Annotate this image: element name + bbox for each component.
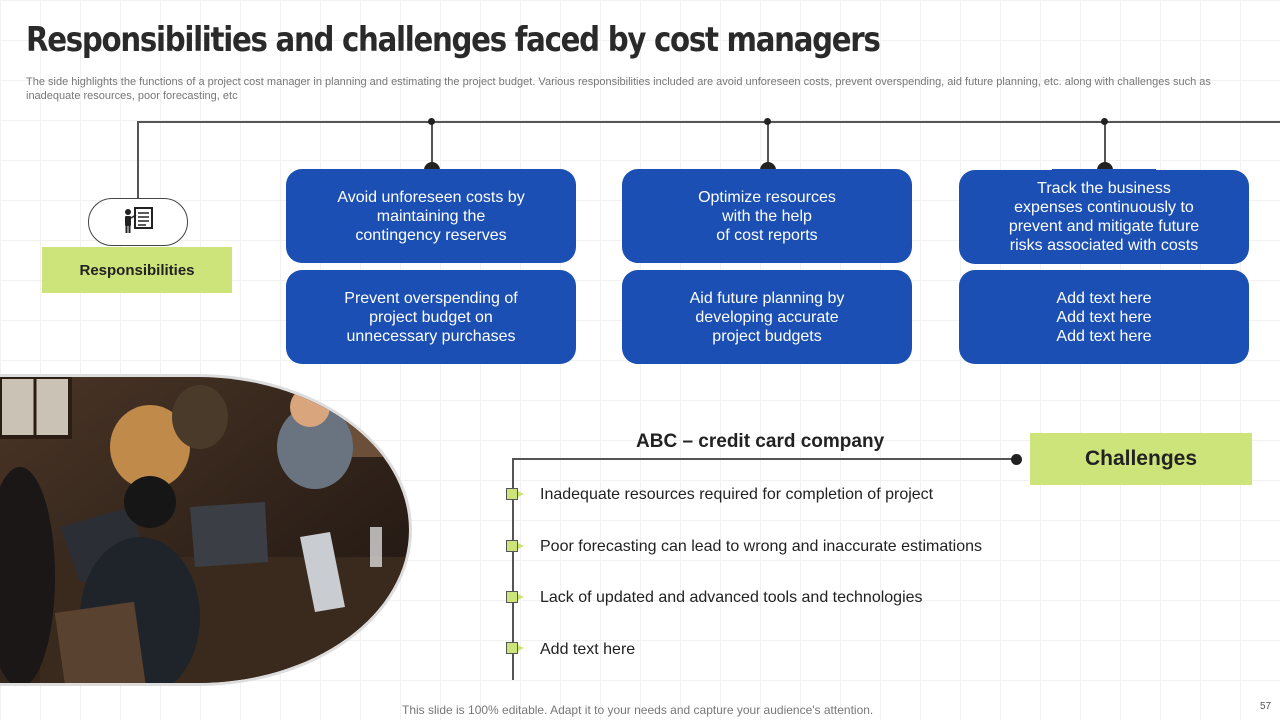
footer-note: This slide is 100% editable. Adapt it to… — [402, 703, 874, 717]
challenges-timeline — [512, 458, 514, 680]
responsibility-card: Avoid unforeseen costs by maintaining th… — [286, 169, 576, 263]
slide-title: Responsibilities and challenges faced by… — [26, 20, 881, 60]
bullet-icon — [506, 540, 524, 552]
slide-subtitle: The side highlights the functions of a p… — [26, 76, 1211, 102]
connector-dot — [764, 118, 771, 125]
responsibility-card: Track the business expenses continuously… — [959, 170, 1249, 264]
responsibility-card: Add text here Add text here Add text her… — [959, 270, 1249, 364]
challenge-item: Poor forecasting can lead to wrong and i… — [540, 538, 983, 555]
presentation-person-icon — [122, 205, 154, 240]
challenges-connector-dot — [1011, 454, 1022, 465]
responsibility-card: Optimize resources with the help of cost… — [622, 169, 912, 263]
company-name: ABC – credit card company — [636, 431, 885, 452]
responsibility-card: Aid future planning by developing accura… — [622, 270, 912, 364]
challenge-item: Inadequate resources required for comple… — [540, 486, 934, 503]
connector-line — [431, 121, 433, 165]
challenge-item: Add text here — [540, 641, 636, 658]
connector-line — [137, 121, 139, 198]
responsibilities-icon-pill — [88, 198, 188, 246]
team-photo — [0, 374, 412, 686]
challenge-item: Lack of updated and advanced tools and t… — [540, 589, 923, 606]
connector-line — [1104, 121, 1106, 165]
challenges-label: Challenges — [1030, 433, 1252, 485]
responsibility-card: Prevent overspending of project budget o… — [286, 270, 576, 364]
page-number: 57 — [1260, 701, 1272, 712]
connector-dot — [428, 118, 435, 125]
responsibilities-label: Responsibilities — [42, 247, 232, 293]
connector-line — [137, 121, 1280, 123]
bullet-icon — [506, 642, 524, 654]
connector-dot — [1101, 118, 1108, 125]
connector-line — [767, 121, 769, 165]
bullet-icon — [506, 488, 524, 500]
challenges-connector — [512, 458, 1017, 460]
bullet-icon — [506, 591, 524, 603]
